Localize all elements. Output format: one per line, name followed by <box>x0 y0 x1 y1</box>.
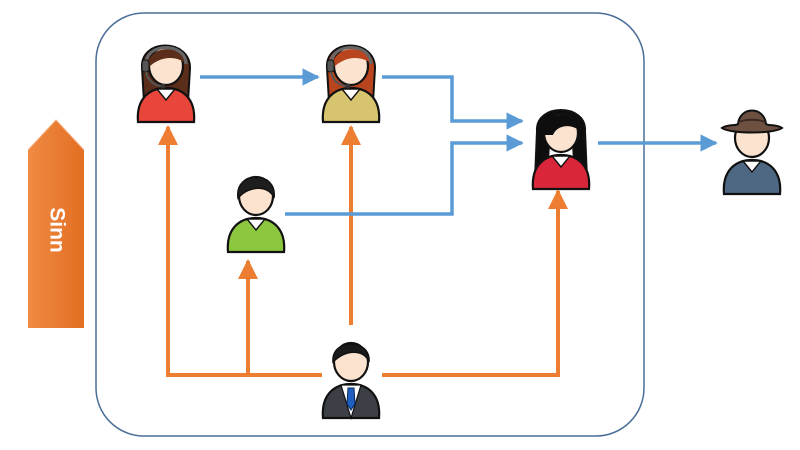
sense-label: Sinn <box>45 207 68 253</box>
woman-red-person <box>531 109 591 191</box>
blue-arrow-worker-green-to-woman-red <box>285 134 524 216</box>
agent-left-person <box>136 44 196 124</box>
orange-arrow-to-woman-red <box>382 189 568 377</box>
manager-person <box>321 341 381 421</box>
worker-green-person <box>226 175 286 254</box>
customer-person <box>720 109 784 196</box>
orange-connectors <box>158 125 568 377</box>
blue-connectors <box>200 68 718 216</box>
persons-layer <box>136 44 784 421</box>
blue-arrow-agent-middle-to-woman-red <box>382 75 524 130</box>
sense-arrow: Sinn <box>27 119 85 328</box>
agent-middle-person <box>321 44 381 124</box>
orange-arrow-to-agent-left <box>158 125 322 377</box>
